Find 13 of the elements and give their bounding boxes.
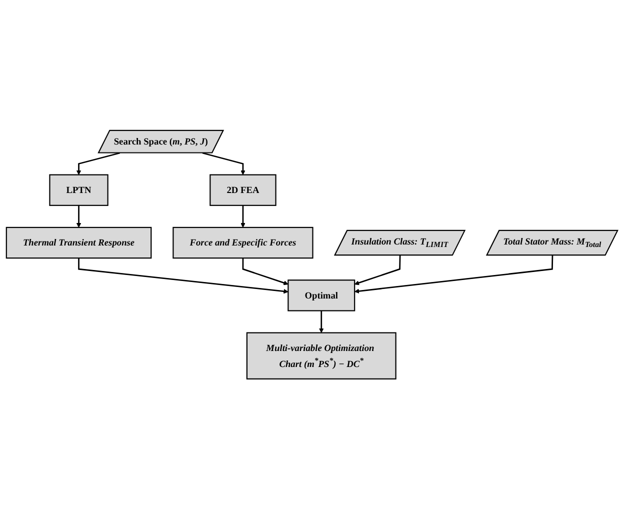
node-box: Force and Especific Forces — [172, 227, 314, 259]
arrow — [318, 311, 324, 334]
arrow — [242, 258, 288, 286]
node-box: Multi-variable Optimization Chart (m$^{*}$PS$^{*}$) − DC$^{*}$ — [246, 332, 396, 380]
node-box: Optimal — [288, 280, 356, 312]
arrow — [78, 258, 288, 294]
arrow — [354, 256, 554, 294]
node-box: Thermal Transient Response — [6, 227, 152, 259]
node-box: LPTN — [49, 174, 108, 206]
arrow — [76, 206, 82, 228]
node-box: 2D FEA — [210, 174, 276, 206]
arrow — [240, 206, 246, 228]
arrow — [354, 256, 401, 286]
